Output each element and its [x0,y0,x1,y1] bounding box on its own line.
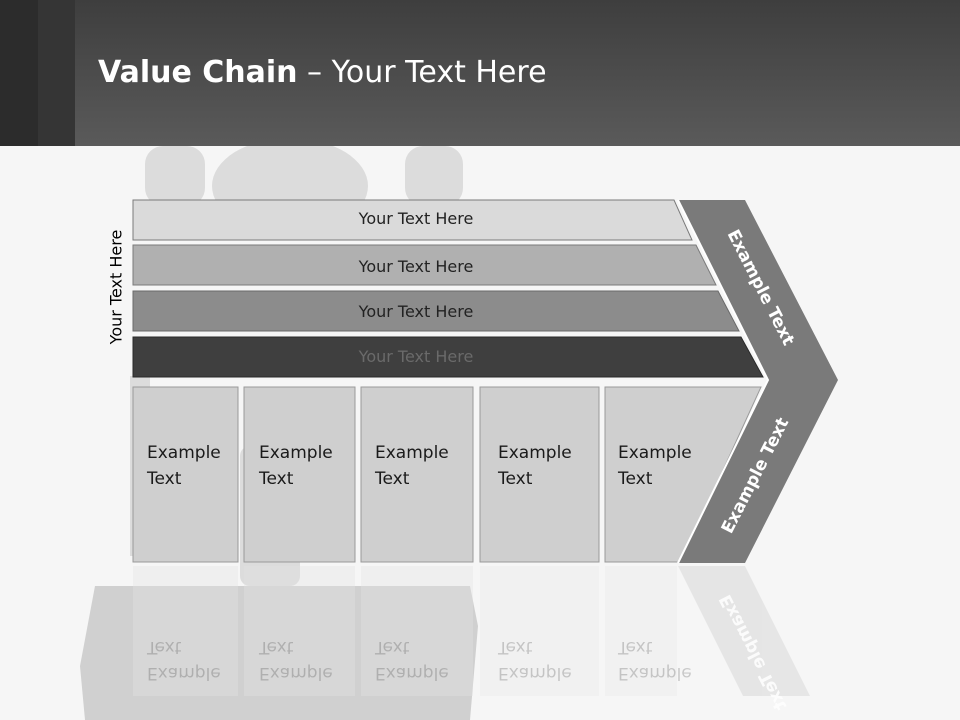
box-4-label: Example Text [498,440,572,492]
box-3 [360,386,474,563]
title-bold: Value Chain [98,55,298,90]
box-4-reflection-line1: Example [498,663,572,683]
box-4-reflection-line2: Text [498,637,533,657]
box-3-reflection: Example Text [375,634,449,686]
box-4 [479,386,600,563]
box-3-line1: Example [375,443,449,463]
bar-3-label: Your Text Here [358,302,474,321]
box-5-reflection-line2: Text [618,637,653,657]
bar-2-label: Your Text Here [358,257,474,276]
box-5-label: Example Text [618,440,692,492]
box-2-line2: Text [259,469,294,489]
bar-4 [132,336,764,378]
box-1-reflection-line2: Text [147,637,182,657]
bar-2 [132,244,717,286]
box-2 [243,386,356,563]
box-2-line1: Example [259,443,333,463]
box-1 [132,386,239,563]
box-5-line2: Text [618,469,653,489]
box-2-reflection-line1: Example [259,663,333,683]
box-2-reflection: Example Text [259,634,333,686]
box-3-reflection-line2: Text [375,637,410,657]
header-stripe [0,0,38,146]
box-1-label: Example Text [147,440,221,492]
box-5-reflection-line1: Example [618,663,692,683]
bar-4-label: Your Text Here [358,347,474,366]
reflection [133,566,810,696]
side-label: Your Text Here [106,229,126,345]
header-stripe [38,0,75,146]
chevron-arrow [678,200,838,563]
bar-1-label: Your Text Here [358,209,474,228]
box-5-reflection: Example Text [618,634,692,686]
box-1-line2: Text [147,469,182,489]
chevron-arrow-edge [677,199,770,564]
box-3-line2: Text [375,469,410,489]
box-4-reflection: Example Text [498,634,572,686]
bar-3 [132,290,740,332]
bar-1 [132,199,693,241]
box-2-reflection-line2: Text [259,637,294,657]
box-1-reflection-line1: Example [147,663,221,683]
box-4-line2: Text [498,469,533,489]
box-1-reflection: Example Text [147,634,221,686]
box-3-label: Example Text [375,440,449,492]
box-3-reflection-line1: Example [375,663,449,683]
title-rest: – Your Text Here [297,55,547,90]
box-5-line1: Example [618,443,692,463]
slide-title: Value Chain – Your Text Here [98,55,547,90]
box-4-line1: Example [498,443,572,463]
box-2-label: Example Text [259,440,333,492]
header-banner: Value Chain – Your Text Here [0,0,960,146]
box-1-line1: Example [147,443,221,463]
